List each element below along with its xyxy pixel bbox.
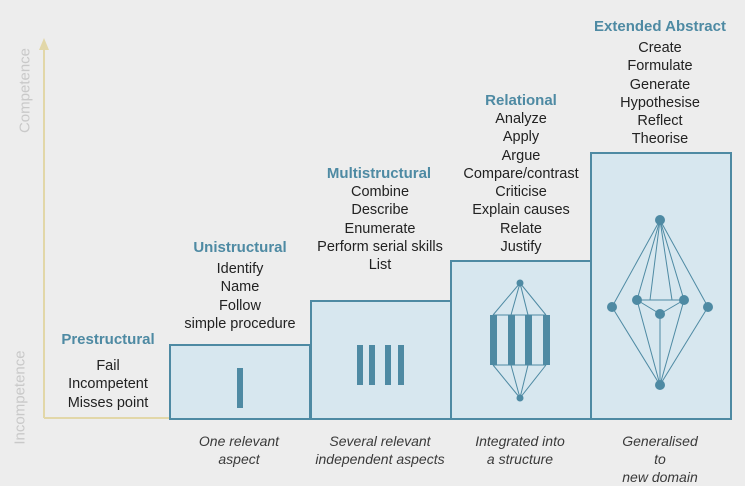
- verb-item: Generate: [629, 76, 691, 93]
- verb-item: Compare/contrast: [463, 165, 579, 182]
- verb-item: Misses point: [67, 394, 149, 411]
- caption-line: independent aspects: [315, 451, 445, 467]
- verb-item: Reflect: [637, 113, 683, 130]
- title-extended-abstract: Extended Abstract: [594, 18, 726, 35]
- verb-item: Incompetent: [68, 376, 148, 393]
- y-axis-arrow-icon: [39, 38, 49, 50]
- title-prestructural: Prestructural: [61, 331, 155, 348]
- caption-line: a structure: [486, 451, 554, 467]
- generalised-network-icon: [611, 219, 709, 386]
- verb-item: Formulate: [627, 58, 693, 75]
- verb-item: Criticise: [495, 184, 547, 201]
- verb-item: Enumerate: [344, 220, 416, 237]
- title-relational: Relational: [485, 92, 557, 109]
- verb-item: Hypothesise: [620, 94, 700, 111]
- verb-item: Follow: [219, 297, 261, 314]
- level-block-multistructural: [310, 300, 452, 420]
- integrated-structure-icon: [492, 282, 547, 399]
- caption-line: aspect: [218, 451, 260, 467]
- title-unistructural: Unistructural: [193, 239, 287, 256]
- caption-line: new domain: [622, 469, 698, 485]
- caption-line: Generalised to: [622, 433, 698, 467]
- verb-item: Justify: [500, 239, 542, 256]
- verb-item: Name: [220, 279, 260, 296]
- caption-unistructural: One relevant aspect: [199, 432, 279, 468]
- caption-line: Several relevant: [329, 433, 431, 449]
- title-multistructural: Multistructural: [326, 165, 432, 182]
- caption-line: Integrated into: [475, 433, 565, 449]
- verb-item: Create: [638, 40, 682, 56]
- caption-line: One relevant: [198, 433, 280, 449]
- single-bar-icon: [237, 368, 243, 408]
- caption-relational: Integrated into a structure: [475, 432, 565, 468]
- verb-item: Identify: [216, 261, 264, 277]
- verb-item: Relate: [500, 220, 542, 237]
- verb-item: Combine: [350, 184, 410, 200]
- verb-item: Analyze: [495, 111, 547, 127]
- verb-item: Explain causes: [472, 202, 570, 219]
- verb-item: simple procedure: [184, 315, 296, 332]
- verb-item: Fail: [96, 358, 120, 374]
- caption-extended-abstract: Generalised to new domain: [618, 432, 703, 486]
- verb-item: Apply: [502, 129, 540, 146]
- verb-item: List: [368, 257, 392, 274]
- level-block-extended-abstract: [590, 152, 732, 420]
- verb-item: Perform serial skills: [317, 238, 443, 255]
- caption-multistructural: Several relevant independent aspects: [315, 432, 444, 468]
- verb-item: Describe: [351, 202, 409, 219]
- verb-item: Theorise: [631, 131, 689, 148]
- verb-item: Argue: [501, 147, 541, 164]
- four-bars-icon: [357, 345, 404, 385]
